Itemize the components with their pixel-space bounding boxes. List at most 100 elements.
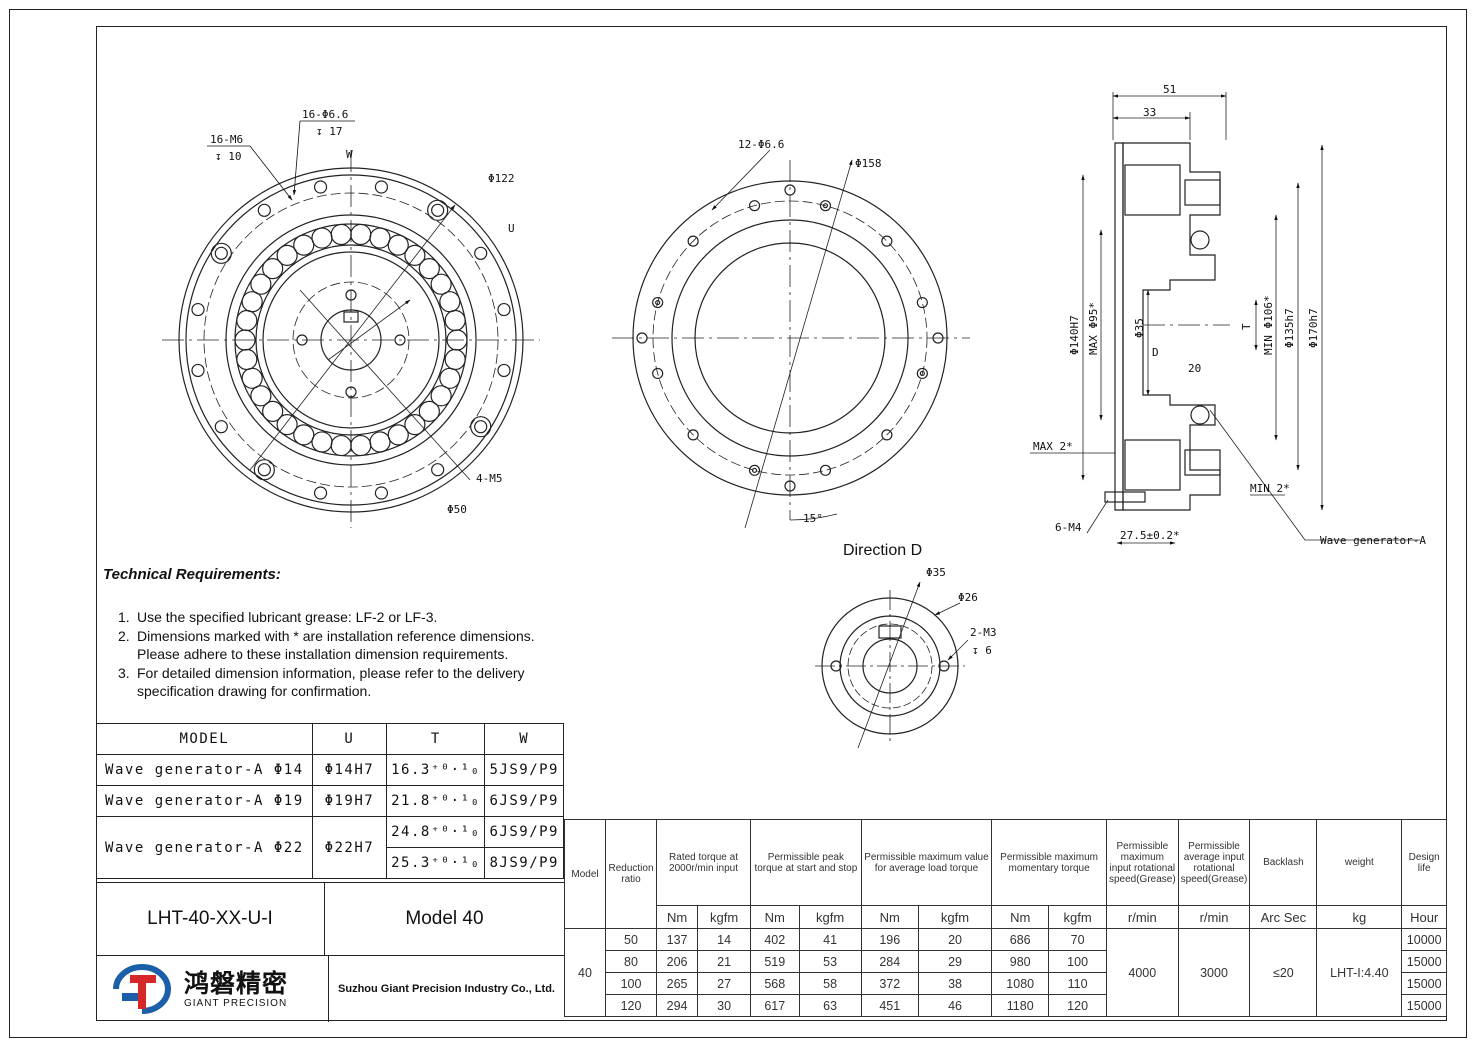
title-block: LHT-40-XX-U-I Model 40 鸿磐精密 GIANT PRECIS… <box>96 882 564 1022</box>
shaft-view <box>815 581 969 749</box>
mounting-hole-center <box>919 370 925 377</box>
label-33: 33 <box>1143 106 1156 119</box>
mounting-hole-center <box>655 299 661 306</box>
model-table: MODEL U T W Wave generator-A Φ14 Φ14H7 1… <box>96 723 564 879</box>
label-min2: MIN 2* <box>1250 482 1290 495</box>
label-d170: Φ170h7 <box>1307 308 1320 348</box>
spec-header-row: Model Reduction ratio Rated torque at 20… <box>564 819 1447 929</box>
label-20: 20 <box>1188 362 1201 375</box>
mounting-hole-counterbore <box>427 199 449 221</box>
label-d135: Φ135h7 <box>1283 308 1296 348</box>
side-view-labels: 51 33 Φ140H7 MAX Φ95* Φ35 T MIN Φ106* Φ1… <box>1033 83 1426 547</box>
bearing-roller <box>330 223 352 246</box>
mounting-hole <box>784 480 796 492</box>
bearing-roller <box>241 291 263 313</box>
model-table-header: MODEL U T W <box>96 723 564 755</box>
mounting-hole <box>191 302 205 317</box>
bearing-roller <box>262 400 284 423</box>
label-d50: Φ50 <box>447 503 467 516</box>
label-w: W <box>346 148 353 161</box>
label-d140: Φ140H7 <box>1068 315 1081 355</box>
table-row: Wave generator-A Φ22 Φ22H7 24.8⁺⁰·¹₀ 6JS… <box>96 816 564 879</box>
m5-hole <box>296 334 308 346</box>
spec-units-row: Nm kgfm Nm kgfm Nm kgfm Nm kgfm r/min r/… <box>565 905 1447 929</box>
bearing-roller <box>236 348 258 371</box>
bearing-roller <box>236 309 258 332</box>
label-wave-generator: Wave generator-A <box>1320 534 1426 547</box>
table-row: 25.3⁺⁰·¹₀ 8JS9/P9 <box>97 847 564 879</box>
bearing-roller <box>369 227 391 249</box>
mounting-hole-counterbore <box>210 242 232 264</box>
front-view-labels: 16-M6 ↧ 10 16-Φ6.6 ↧ 17 W Φ122 U 4-M5 Φ5… <box>207 108 515 516</box>
label-shaft-d35: Φ35 <box>926 566 946 579</box>
mounting-hole-center <box>751 467 758 473</box>
logo-english: GIANT PRECISION <box>184 998 288 1009</box>
mounting-hole <box>916 296 928 309</box>
bearing-roller <box>293 234 315 256</box>
mounting-hole <box>932 332 944 344</box>
label-51: 51 <box>1163 83 1176 96</box>
label-d35: Φ35 <box>1133 318 1146 338</box>
technical-requirements-title: Technical Requirements: <box>103 566 281 583</box>
label-t: T <box>1240 323 1253 330</box>
mounting-hole <box>257 463 271 477</box>
label-max2: MAX 2* <box>1033 440 1073 453</box>
bearing-roller <box>418 400 440 423</box>
bearing-roller <box>311 431 333 453</box>
mounting-hole-counterbore <box>470 416 492 438</box>
mounting-hole-counterbore <box>253 459 275 481</box>
bearing-roller <box>439 367 461 389</box>
bearing-roller <box>404 244 426 267</box>
bearing-roller <box>250 273 272 295</box>
mounting-hole <box>374 486 389 500</box>
back-view <box>612 149 970 529</box>
company-name: Suzhou Giant Precision Industry Co., Ltd… <box>338 983 555 995</box>
label-6-m4: 6-M4 <box>1055 521 1082 534</box>
mounting-hole <box>652 296 664 309</box>
bearing-roller <box>444 348 466 371</box>
bearing-roller <box>439 291 461 313</box>
mounting-hole <box>313 486 328 500</box>
mounting-hole <box>431 463 445 477</box>
mounting-hole <box>784 184 796 196</box>
label-27-5: 27.5±0.2* <box>1120 529 1180 542</box>
mounting-hole <box>497 302 511 317</box>
mounting-hole <box>881 235 893 247</box>
bearing-roller <box>430 273 452 295</box>
label-d: D <box>1152 346 1159 359</box>
back-view-labels: 12-Φ6.6 Φ158 15° <box>738 138 882 525</box>
front-view <box>162 150 540 528</box>
label-d158: Φ158 <box>855 157 882 170</box>
bearing-roller <box>387 424 409 446</box>
mounting-hole <box>748 464 761 476</box>
bearing-roller <box>276 413 298 436</box>
mounting-hole <box>652 367 664 380</box>
mounting-hole <box>374 180 389 194</box>
mounting-hole <box>916 367 928 380</box>
bearing-roller <box>444 309 466 332</box>
bearing-roller <box>430 385 452 407</box>
mounting-hole <box>497 363 511 378</box>
label-2-m3: 2-M3 <box>970 626 997 639</box>
bearing-roller <box>350 223 372 246</box>
mounting-hole <box>214 246 228 260</box>
label-max95: MAX Φ95* <box>1087 302 1100 355</box>
mounting-hole <box>474 246 488 260</box>
label-shaft-d26: Φ26 <box>958 591 978 604</box>
label-u: U <box>508 222 515 235</box>
mounting-hole <box>636 332 648 344</box>
direction-label: Direction D <box>843 542 923 559</box>
label-depth-6: ↧ 6 <box>972 644 992 657</box>
side-view <box>1030 92 1420 545</box>
label-12-66: 12-Φ6.6 <box>738 138 784 151</box>
shaft-view-labels: Φ35 Φ26 2-M3 ↧ 6 <box>926 566 997 657</box>
requirement-item: 2.Dimensions marked with * are installat… <box>118 627 535 663</box>
m5-hole <box>345 289 357 301</box>
bearing-roller <box>311 227 333 249</box>
spec-table: Model Reduction ratio Rated torque at 20… <box>564 819 1447 1017</box>
bearing-roller <box>293 424 315 446</box>
